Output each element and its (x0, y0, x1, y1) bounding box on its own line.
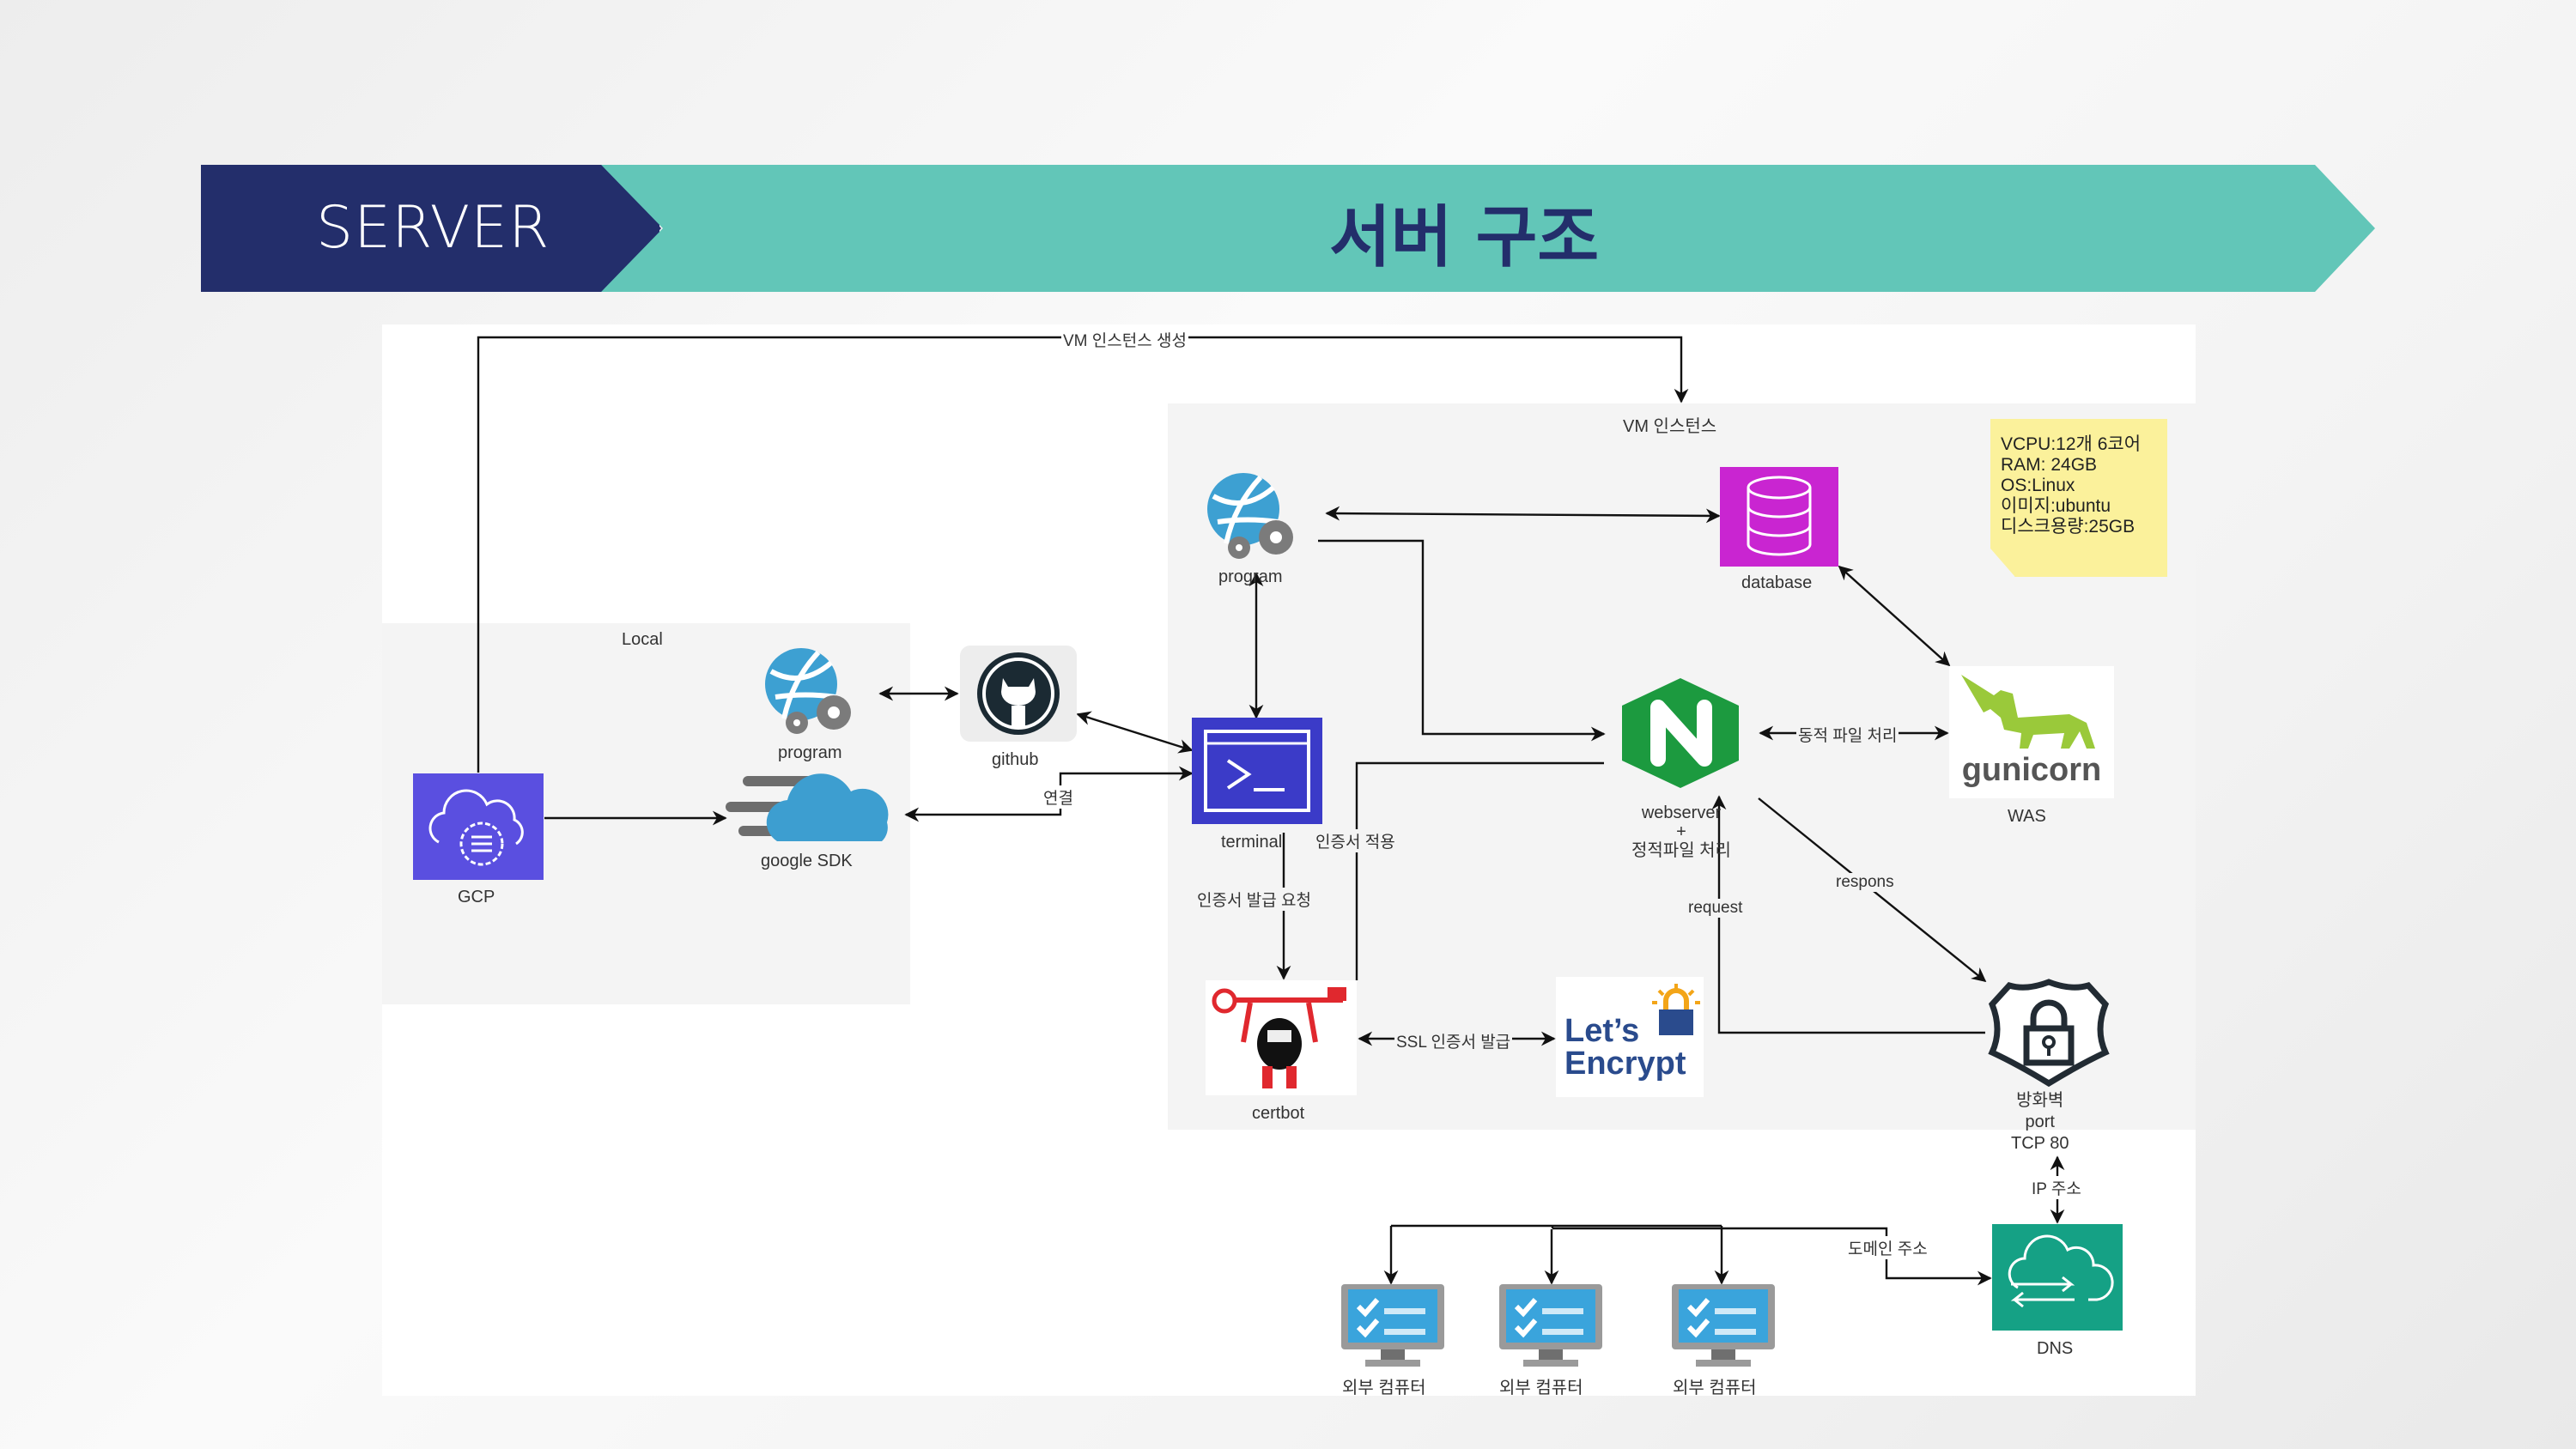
shield-lock-icon[interactable] (1985, 979, 2112, 1087)
local-program-label: program (778, 743, 842, 762)
edge-label-cert-apply: 인증서 적용 (1314, 829, 1397, 852)
webserver-label-line2: + (1676, 822, 1686, 841)
edge-label-ip: IP 주소 (2030, 1176, 2083, 1199)
webserver-label: webserver + 정적파일 처리 (1631, 803, 1731, 860)
cloud-speed-icon[interactable] (726, 771, 902, 848)
nginx-icon[interactable] (1619, 676, 1743, 790)
github-octocat-icon (977, 652, 1060, 735)
terminal-node[interactable] (1192, 718, 1322, 824)
gunicorn-node[interactable]: gunicorn (1949, 666, 2114, 798)
note-line-os: OS:Linux (2001, 476, 2075, 495)
unicorn-icon (1961, 675, 2095, 749)
gcp-label: GCP (458, 888, 495, 906)
globe-gears-icon[interactable] (758, 646, 866, 740)
title-banner (601, 165, 2375, 292)
edge-label-vm-create: VM 인스턴스 생성 (1061, 328, 1188, 351)
edge-cert-apply (1355, 761, 1604, 980)
edge-db-was (1838, 565, 1951, 667)
note-line-disk: 디스크용량:25GB (2001, 517, 2136, 537)
edge-label-dynamic: 동적 파일 처리 (1796, 723, 1899, 746)
webserver-label-line3: 정적파일 처리 (1631, 841, 1731, 860)
dns-node[interactable] (1992, 1224, 2123, 1331)
gcp-node[interactable] (413, 773, 544, 880)
terminal-icon (1204, 730, 1310, 812)
edge-label-ssl: SSL 인증서 발급 (1394, 1029, 1513, 1052)
edge-label-cert-request: 인증서 발급 요청 (1195, 888, 1313, 911)
letsencrypt-wordmark-line1: Let’s (1564, 1013, 1640, 1049)
cloud-transfer-icon (2008, 1234, 2114, 1308)
client1-label: 외부 컴퓨터 (1342, 1379, 1426, 1397)
terminal-label: terminal (1221, 833, 1283, 852)
firewall-label-line2: port (2025, 1113, 2055, 1131)
edge-label-connect: 연결 (1042, 785, 1075, 809)
section-banner (201, 165, 659, 292)
globe-gears-icon[interactable] (1200, 470, 1308, 565)
certbot-node[interactable] (1206, 980, 1357, 1095)
webserver-label-line1: webserver (1641, 803, 1722, 822)
page-title: 서버 구조 (1329, 199, 1600, 276)
database-icon (1747, 476, 1812, 556)
github-node[interactable] (960, 646, 1077, 742)
monitor-checklist-icon[interactable] (1498, 1284, 1604, 1368)
database-node[interactable] (1720, 467, 1838, 567)
letsencrypt-node[interactable]: Let’s Encrypt (1556, 977, 1704, 1097)
database-label: database (1741, 573, 1813, 592)
edge-client-fan (1391, 1224, 1722, 1228)
vm-program-label: program (1218, 567, 1283, 586)
region-local-label: Local (622, 630, 663, 649)
github-label: github (992, 750, 1039, 769)
edge-github-terminal (1076, 711, 1194, 754)
edge-program-db (1325, 506, 1721, 524)
monitor-checklist-icon[interactable] (1340, 1284, 1446, 1368)
certbot-label: certbot (1252, 1104, 1305, 1123)
edge-label-domain: 도메인 주소 (1846, 1236, 1929, 1259)
padlock-icon (1652, 984, 1700, 1035)
cloud-gear-icon (428, 789, 524, 866)
edge-label-respons: respons (1834, 873, 1896, 892)
edge-request (1711, 795, 1985, 1034)
firewall-label-line3: TCP 80 (2011, 1134, 2069, 1153)
edge-vm-create (477, 336, 1689, 773)
was-label: WAS (2008, 807, 2046, 826)
monitor-checklist-icon[interactable] (1670, 1284, 1777, 1368)
firewall-label: 방화벽 port TCP 80 (2011, 1090, 2069, 1155)
client2-label: 외부 컴퓨터 (1499, 1379, 1583, 1397)
note-line-vcpu: VCPU:12개 6코어 (2001, 434, 2142, 454)
note-line-image: 이미지:ubuntu (2001, 496, 2111, 516)
note-line-ram: RAM: 24GB (2001, 455, 2098, 475)
section-label: SERVER (316, 194, 550, 262)
certbot-robot-icon (1212, 987, 1346, 1088)
gunicorn-wordmark: gunicorn (1961, 752, 2102, 788)
edge-program-nginx (1318, 539, 1606, 742)
edge-label-request: request (1686, 899, 1745, 918)
letsencrypt-wordmark-line2: Encrypt (1564, 1046, 1686, 1082)
client3-label: 외부 컴퓨터 (1673, 1379, 1757, 1397)
region-vm-label: VM 인스턴스 (1623, 417, 1717, 436)
banner-arrow-tip (594, 165, 661, 292)
firewall-label-line1: 방화벽 (2016, 1091, 2064, 1110)
vm-spec-note: VCPU:12개 6코어 RAM: 24GB OS:Linux 이미지:ubun… (1990, 419, 2167, 577)
google-sdk-label: google SDK (761, 852, 853, 870)
dns-label: DNS (2037, 1339, 2074, 1358)
